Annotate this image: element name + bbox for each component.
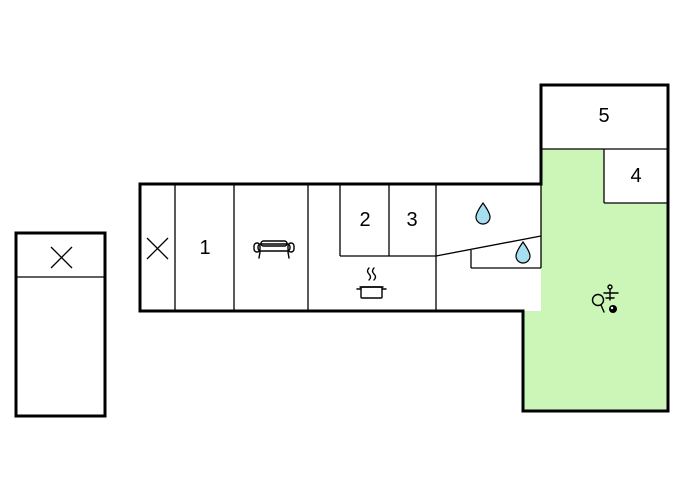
closed-area-cross-icon bbox=[50, 246, 73, 269]
room-2-label: 2 bbox=[359, 209, 370, 231]
room-3-label: 3 bbox=[406, 209, 417, 231]
room-5-label: 5 bbox=[598, 105, 609, 127]
interior-walls bbox=[174, 148, 668, 311]
detached-building bbox=[14, 231, 107, 418]
cooking-pot-icon bbox=[356, 267, 387, 299]
water-drop-icon bbox=[515, 240, 531, 264]
table-tennis-billiard-icon bbox=[591, 284, 619, 313]
sofa-icon bbox=[253, 240, 295, 259]
room-1-label: 1 bbox=[199, 237, 210, 259]
water-drop-icon bbox=[475, 201, 491, 225]
closed-area-cross-icon bbox=[146, 237, 169, 260]
room-4-label: 4 bbox=[630, 165, 641, 187]
recreation-area-fill bbox=[523, 149, 668, 411]
